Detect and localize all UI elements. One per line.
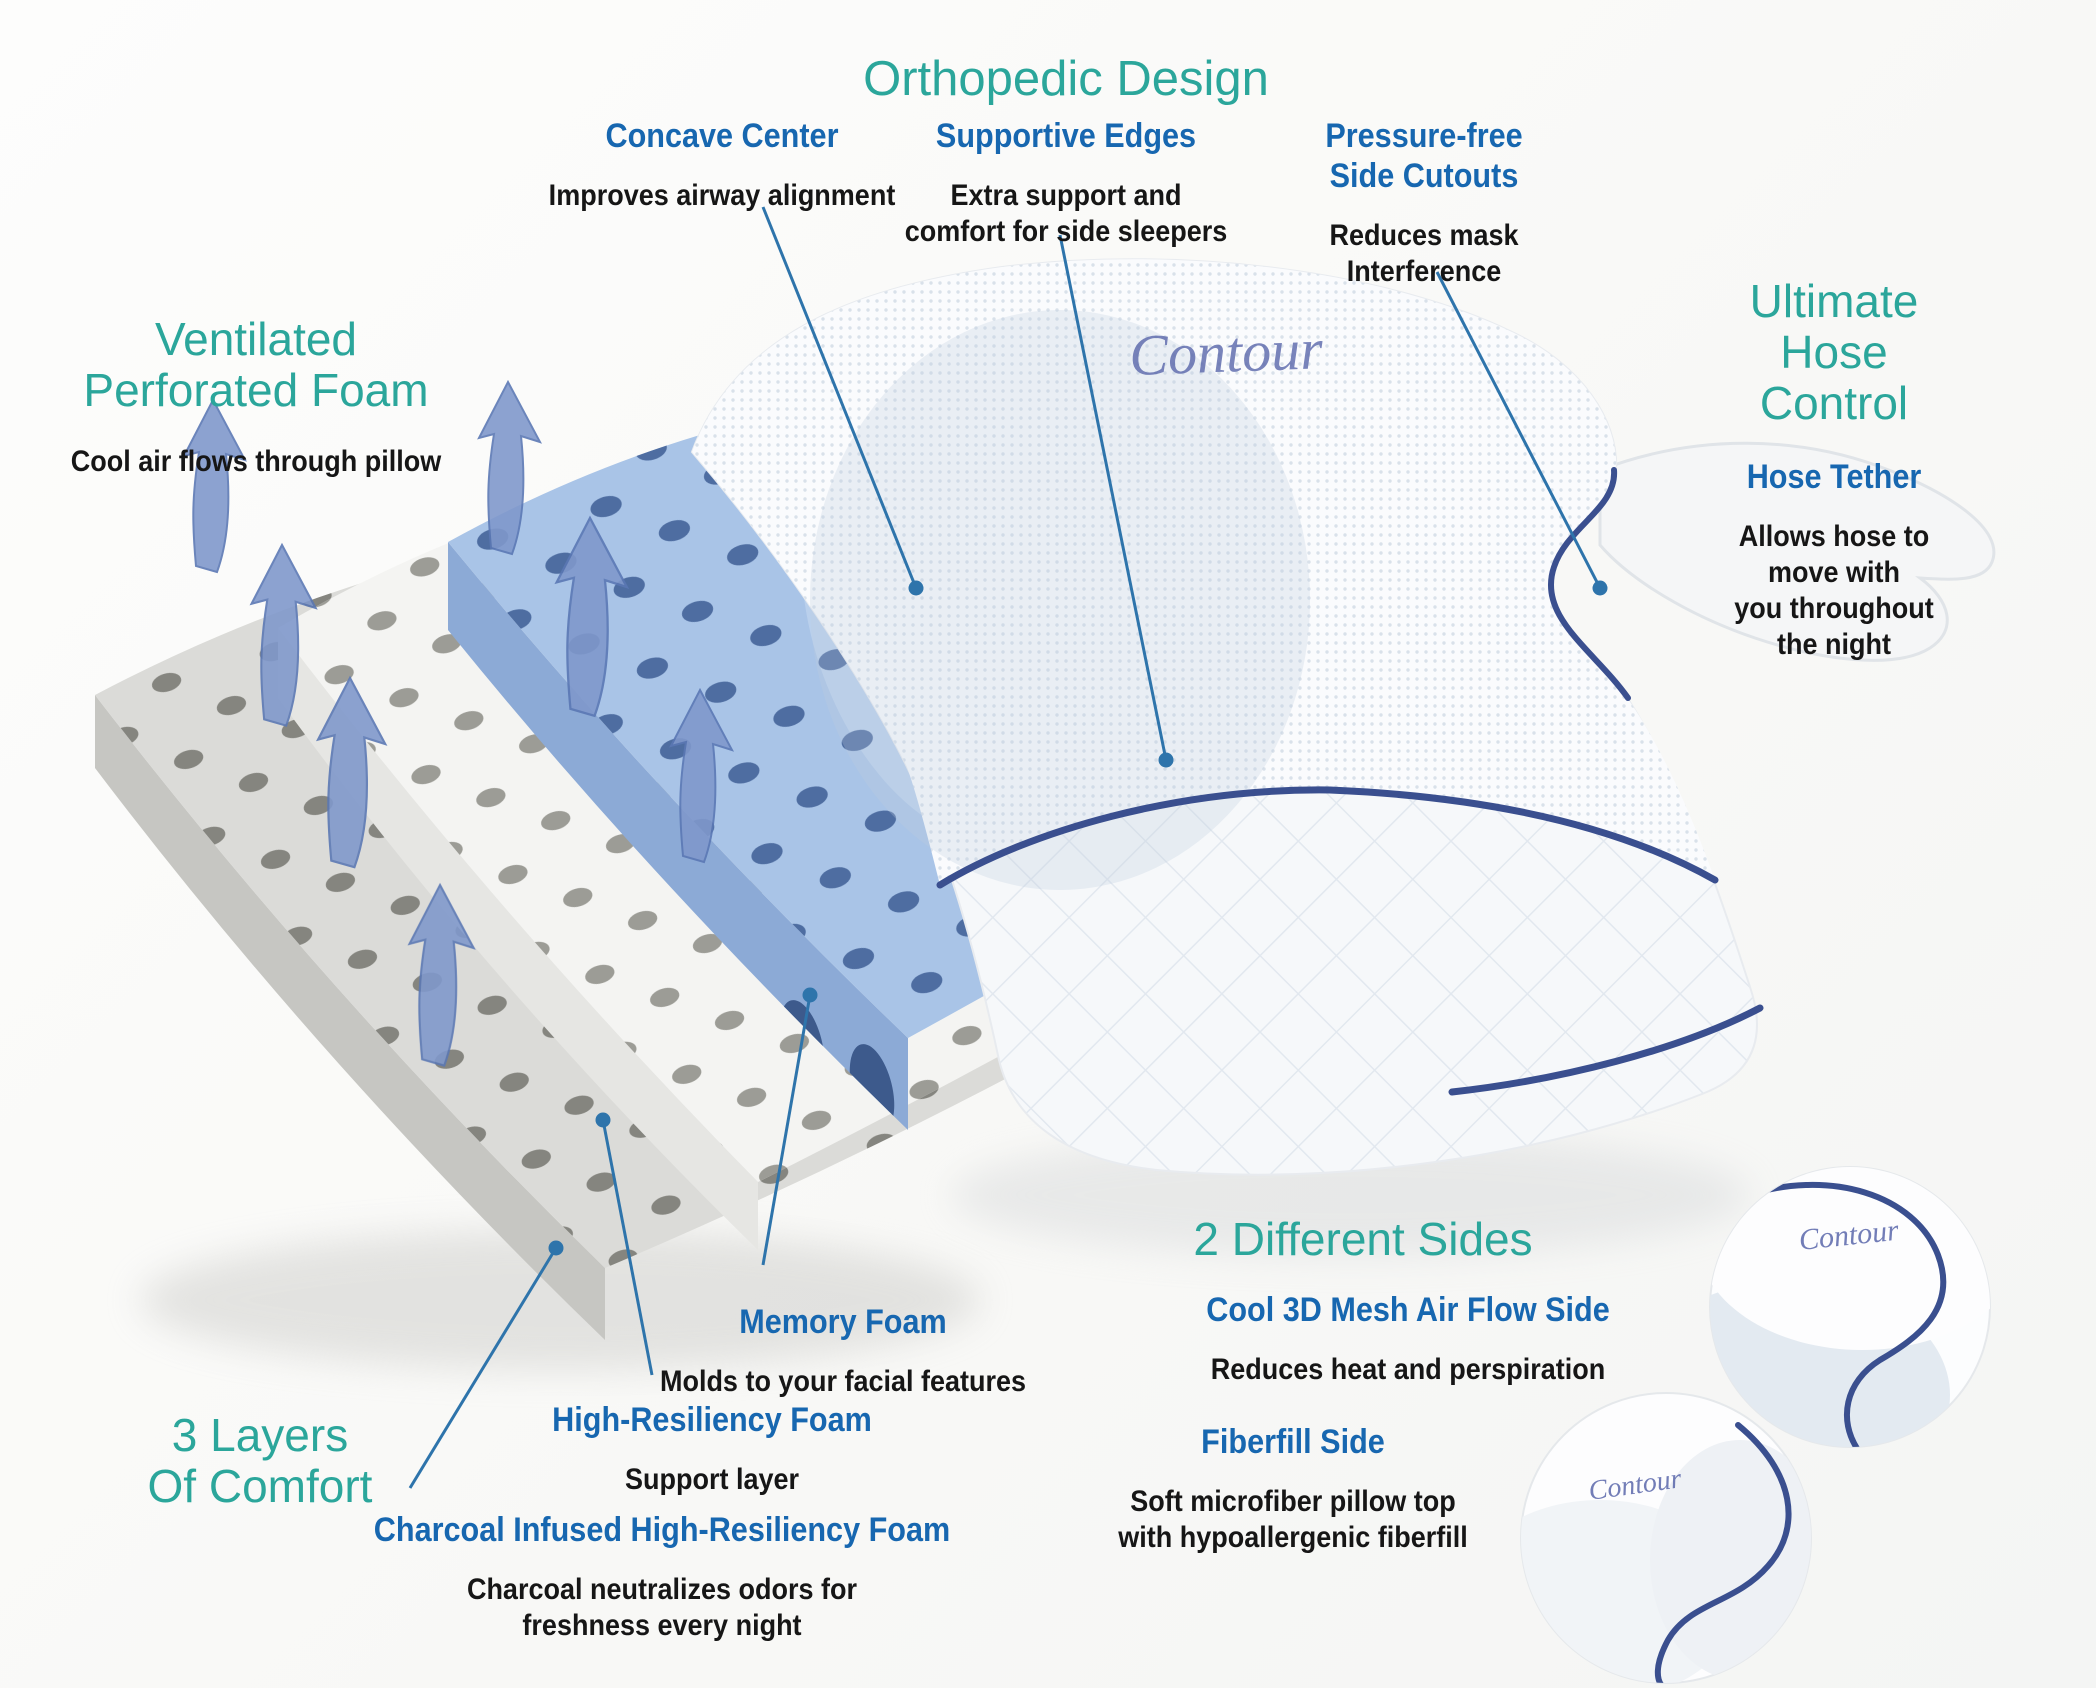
supportive-edges-heading: Supportive Edges <box>935 117 1197 155</box>
callout-supportive-edges: Supportive Edges Extra support and comfo… <box>887 98 1245 268</box>
leader-line-supportive-edges <box>1058 234 1174 768</box>
fiberfill-side-heading: Fiberfill Side <box>1201 1423 1385 1461</box>
leader-lines <box>408 206 1608 1489</box>
memory-foam-body: Molds to your facial features <box>659 1365 1027 1398</box>
mesh-side-heading: Cool 3D Mesh Air Flow Side <box>1206 1291 1610 1329</box>
callout-two-sides: 2 Different Sides <box>1193 1196 1532 1283</box>
callout-mesh-side: Cool 3D Mesh Air Flow Side Reduces heat … <box>1184 1272 1632 1406</box>
side-cutouts-body: Reduces mask Interference <box>1329 219 1519 288</box>
charcoal-foam-heading: Charcoal Infused High-Resiliency Foam <box>373 1511 951 1549</box>
memory-foam-heading: Memory Foam <box>739 1303 947 1341</box>
charcoal-foam-body: Charcoal neutralizes odors for freshness… <box>466 1573 858 1642</box>
callout-three-layers: 3 Layers Of Comfort <box>148 1392 373 1530</box>
leader-line-side-cutouts <box>1435 271 1608 596</box>
high-resiliency-heading: High-Resiliency Foam <box>552 1401 872 1439</box>
hose-control-body: Allows hose to move with you throughout … <box>1734 520 1934 661</box>
piping-bottom-edge <box>1448 1004 1764 1096</box>
supportive-edges-body: Extra support and comfort for side sleep… <box>904 179 1228 248</box>
mesh-top <box>692 259 1715 885</box>
hose-tether-subheading: Hose Tether <box>1746 458 1922 496</box>
piping-side-cutout <box>1547 467 1631 701</box>
leader-line-memory-foam <box>761 987 818 1266</box>
side-cutouts-heading: Pressure-free Side Cutouts <box>1325 117 1523 195</box>
hose-tether <box>1598 441 1996 662</box>
callout-memory-foam: Memory Foam Molds to your facial feature… <box>640 1284 1047 1418</box>
page-title-block: Orthopedic Design <box>863 34 1269 124</box>
hose-control-heading: Ultimate Hose Control <box>1749 275 1919 429</box>
callout-concave-center: Concave Center Improves airway alignment <box>529 98 914 232</box>
piping-top-seam <box>936 786 1719 889</box>
callout-side-cutouts: Pressure-free Side Cutouts Reduces mask … <box>1314 98 1533 308</box>
mesh-side-body: Reduces heat and perspiration <box>1210 1353 1606 1386</box>
callout-charcoal-foam: Charcoal Infused High-Resiliency Foam Ch… <box>342 1492 982 1662</box>
leader-line-concave-center <box>761 206 924 596</box>
callout-high-resiliency: High-Resiliency Foam Support layer <box>534 1382 889 1516</box>
callout-ventilated-foam: Ventilated Perforated Foam Cool air flow… <box>50 296 462 498</box>
callout-hose-control: Ultimate Hose Control Hose Tether Allows… <box>1703 258 1965 681</box>
high-resiliency-body: Support layer <box>624 1463 800 1496</box>
concave-center-body: Improves airway alignment <box>548 179 896 212</box>
contour-logo: Contour <box>1128 316 1324 388</box>
leader-line-charcoal <box>408 1240 564 1489</box>
page-title: Orthopedic Design <box>863 52 1269 106</box>
ventilated-foam-heading: Ventilated Perforated Foam <box>83 313 429 416</box>
leader-line-high-resiliency <box>595 1112 654 1376</box>
callout-fiberfill-side: Fiberfill Side Soft microfiber pillow to… <box>1099 1404 1487 1574</box>
two-sides-heading: 2 Different Sides <box>1193 1213 1533 1265</box>
three-layers-heading: 3 Layers Of Comfort <box>147 1409 373 1512</box>
mesh-concave-shading <box>810 310 1310 890</box>
concave-center-heading: Concave Center <box>605 117 839 155</box>
ventilated-foam-body: Cool air flows through pillow <box>70 445 442 478</box>
fiberfill-side-body: Soft microfiber pillow top with hypoalle… <box>1118 1485 1468 1554</box>
pillow-cover: Contour <box>690 258 1764 1176</box>
inset-fiberfill-side: Contour <box>1520 1392 1812 1684</box>
